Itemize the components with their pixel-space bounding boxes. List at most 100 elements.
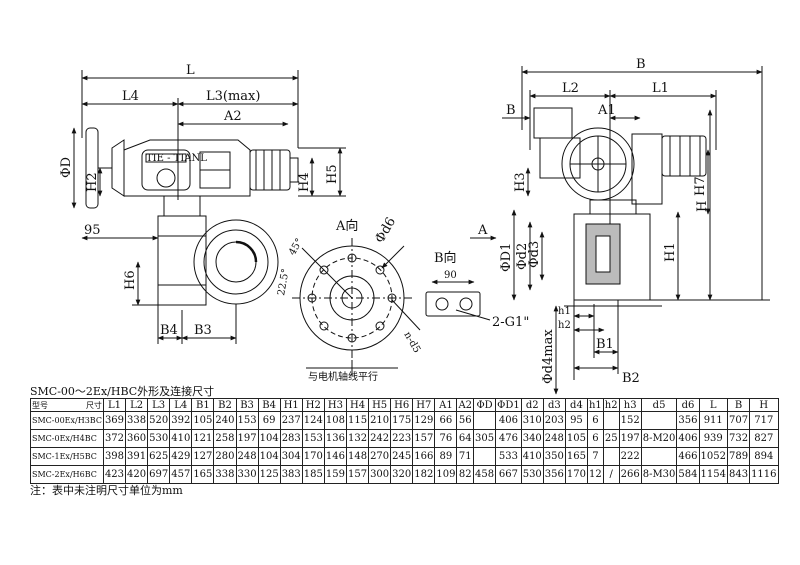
- dim-label-h1: h1: [558, 306, 571, 317]
- value-cell: 423: [102, 465, 127, 484]
- value-cell: 458: [473, 465, 497, 484]
- value-cell: 153: [301, 429, 325, 448]
- header-cell: d5: [640, 398, 678, 412]
- side-view: [470, 66, 770, 395]
- value-cell: 129: [412, 411, 436, 430]
- view-arrow-B: B: [506, 103, 516, 118]
- value-cell: 157: [345, 465, 370, 484]
- value-cell: 1116: [749, 465, 779, 484]
- value-cell: 242: [368, 429, 392, 448]
- dim-label-B3: B3: [194, 323, 212, 338]
- value-cell: 146: [323, 447, 347, 466]
- value-cell: 8-M20: [640, 429, 678, 448]
- header-cell: B2: [213, 398, 237, 412]
- value-cell: 697: [147, 465, 171, 484]
- value-cell: 625: [147, 447, 171, 466]
- value-cell: 707: [726, 411, 751, 430]
- dim-label-A1: A1: [597, 103, 616, 118]
- value-cell: 109: [434, 465, 458, 484]
- dim-label-d2: Φd2: [515, 243, 530, 270]
- motor-axis-note: 与电机轴线平行: [308, 370, 378, 383]
- value-cell: 105: [564, 429, 588, 448]
- dim-label-L4: L4: [122, 89, 139, 104]
- value-cell: 827: [749, 429, 779, 448]
- a-view-flange: [292, 238, 421, 376]
- value-cell: 248: [235, 447, 259, 466]
- header-cell: H7: [412, 398, 436, 412]
- value-cell: 320: [390, 465, 414, 484]
- value-cell: 197: [618, 429, 642, 448]
- thread-label-g1: 2-G1": [492, 315, 529, 330]
- value-cell: 12: [586, 465, 604, 484]
- dim-label-H2: H2: [85, 172, 100, 192]
- dim-label-95: 95: [84, 223, 101, 238]
- dim-label-D: ΦD: [59, 157, 74, 178]
- value-cell: 185: [301, 465, 325, 484]
- value-cell: 148: [345, 447, 370, 466]
- value-cell: 533: [495, 447, 522, 466]
- value-cell: [602, 411, 620, 430]
- value-cell: 165: [564, 447, 588, 466]
- value-cell: 240: [213, 411, 237, 430]
- header-cell: H: [749, 398, 779, 412]
- value-cell: 170: [301, 447, 325, 466]
- value-cell: 104: [257, 429, 281, 448]
- value-cell: 6: [586, 429, 604, 448]
- dim-label-L1: L1: [652, 81, 669, 96]
- header-cell: B3: [235, 398, 259, 412]
- header-cell: H5: [368, 398, 392, 412]
- value-cell: 104: [257, 447, 281, 466]
- value-cell: 340: [520, 429, 544, 448]
- value-cell: 89: [434, 447, 458, 466]
- b-view-title: B向: [434, 250, 457, 266]
- corner-top: 尺寸: [85, 400, 102, 410]
- value-cell: 245: [390, 447, 414, 466]
- value-cell: 457: [169, 465, 193, 484]
- value-cell: 398: [102, 447, 127, 466]
- header-cell: H1: [279, 398, 303, 412]
- dim-label-d6: Φd6: [372, 215, 399, 246]
- value-cell: 894: [749, 447, 779, 466]
- header-cell: L2: [125, 398, 149, 412]
- value-cell: 466: [676, 447, 700, 466]
- value-cell: /: [602, 465, 620, 484]
- value-cell: 429: [169, 447, 193, 466]
- value-cell: 304: [279, 447, 303, 466]
- value-cell: 108: [323, 411, 347, 430]
- dim-label-B2: B2: [622, 371, 640, 386]
- value-cell: [473, 447, 497, 466]
- value-cell: 237: [279, 411, 303, 430]
- value-cell: 372: [102, 429, 127, 448]
- front-view: [71, 70, 346, 344]
- corner-bottom: 型号: [32, 400, 48, 410]
- value-cell: 410: [169, 429, 193, 448]
- header-cell: H4: [345, 398, 370, 412]
- value-cell: 383: [279, 465, 303, 484]
- value-cell: 270: [368, 447, 392, 466]
- value-cell: 222: [618, 447, 642, 466]
- header-cell: A2: [456, 398, 475, 412]
- model-cell: SMC-1Ex/H5BC: [30, 447, 104, 466]
- value-cell: 310: [520, 411, 544, 430]
- dim-label-H: H: [695, 201, 710, 212]
- value-cell: 8-M30: [640, 465, 678, 484]
- dim-label-H4: H4: [297, 172, 312, 192]
- header-cell: B: [726, 398, 751, 412]
- value-cell: 338: [213, 465, 237, 484]
- model-cell: SMC-2Ex/H6BC: [30, 465, 104, 484]
- dimensions-table: 型号 尺寸 L1 L2 L3 L4 B1 B2 B3 B4 H1 H2 H3 H…: [30, 398, 779, 484]
- value-cell: 1052: [698, 447, 728, 466]
- value-cell: 391: [125, 447, 149, 466]
- value-cell: 476: [495, 429, 522, 448]
- header-cell: L3: [147, 398, 171, 412]
- value-cell: 369: [102, 411, 127, 430]
- dim-label-H3: H3: [513, 172, 528, 192]
- header-cell: B4: [257, 398, 281, 412]
- dim-label-h2: h2: [558, 320, 571, 331]
- value-cell: 330: [235, 465, 259, 484]
- value-cell: 105: [191, 411, 215, 430]
- value-cell: 157: [412, 429, 436, 448]
- value-cell: 420: [125, 465, 149, 484]
- model-cell: SMC-00Ex/H3BC: [30, 411, 104, 430]
